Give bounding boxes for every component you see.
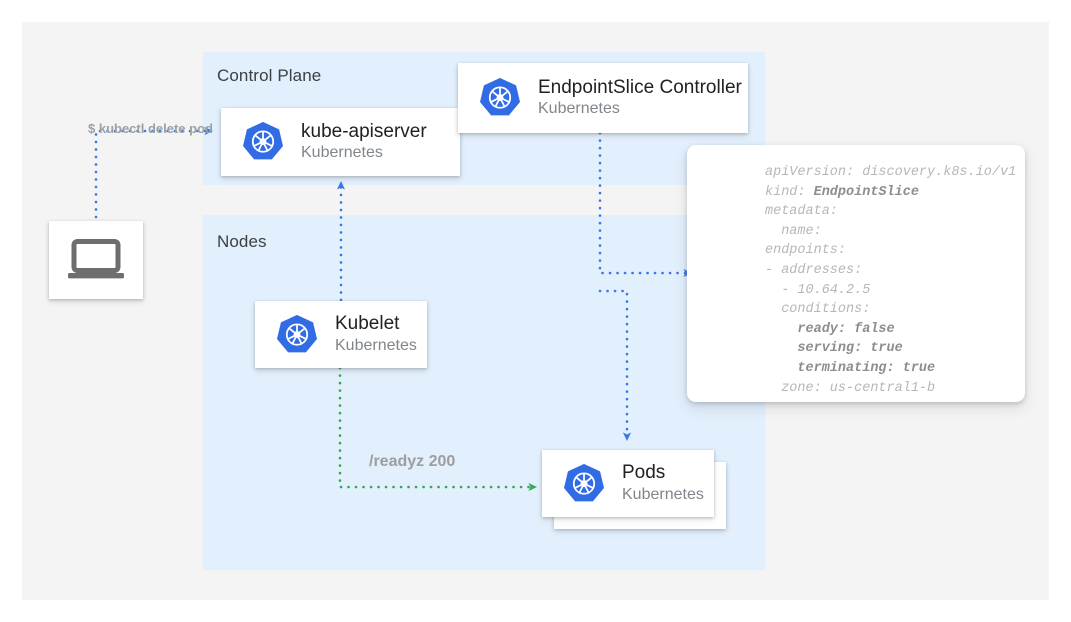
laptop-icon	[68, 239, 124, 279]
kubernetes-logo	[480, 78, 520, 116]
node-pods[interactable]: Pods Kubernetes	[542, 450, 714, 517]
endpointslice-manifest-card[interactable]: apiVersion: discovery.k8s.io/v1 kind: En…	[687, 145, 1025, 402]
node-title: kube-apiserver	[301, 120, 427, 142]
client-laptop-card[interactable]	[49, 221, 143, 299]
edge-label-readyz-probe: /readyz 200	[369, 453, 456, 470]
node-subtitle: Kubernetes	[301, 144, 383, 162]
node-title: EndpointSlice Controller	[538, 76, 742, 98]
node-kube-apiserver[interactable]: kube-apiserver Kubernetes	[221, 108, 460, 176]
zone-nodes-label: Nodes	[217, 232, 267, 251]
edge-label-kubectl-delete: $ kubectl delete pod	[88, 121, 213, 136]
node-endpointslice-controller[interactable]: EndpointSlice Controller Kubernetes	[458, 63, 748, 133]
node-subtitle: Kubernetes	[622, 485, 704, 503]
node-subtitle: Kubernetes	[335, 336, 417, 354]
kubernetes-logo	[243, 122, 283, 160]
node-subtitle: Kubernetes	[538, 100, 620, 118]
kubernetes-logo	[564, 463, 604, 501]
node-title: Kubelet	[335, 313, 400, 335]
node-kubelet[interactable]: Kubelet Kubernetes	[255, 301, 427, 368]
node-title: Pods	[622, 462, 666, 484]
endpointslice-yaml-text: apiVersion: discovery.k8s.io/v1 kind: En…	[765, 165, 1017, 396]
kubernetes-logo	[277, 314, 317, 352]
zone-control-plane-label: Control Plane	[217, 66, 322, 85]
